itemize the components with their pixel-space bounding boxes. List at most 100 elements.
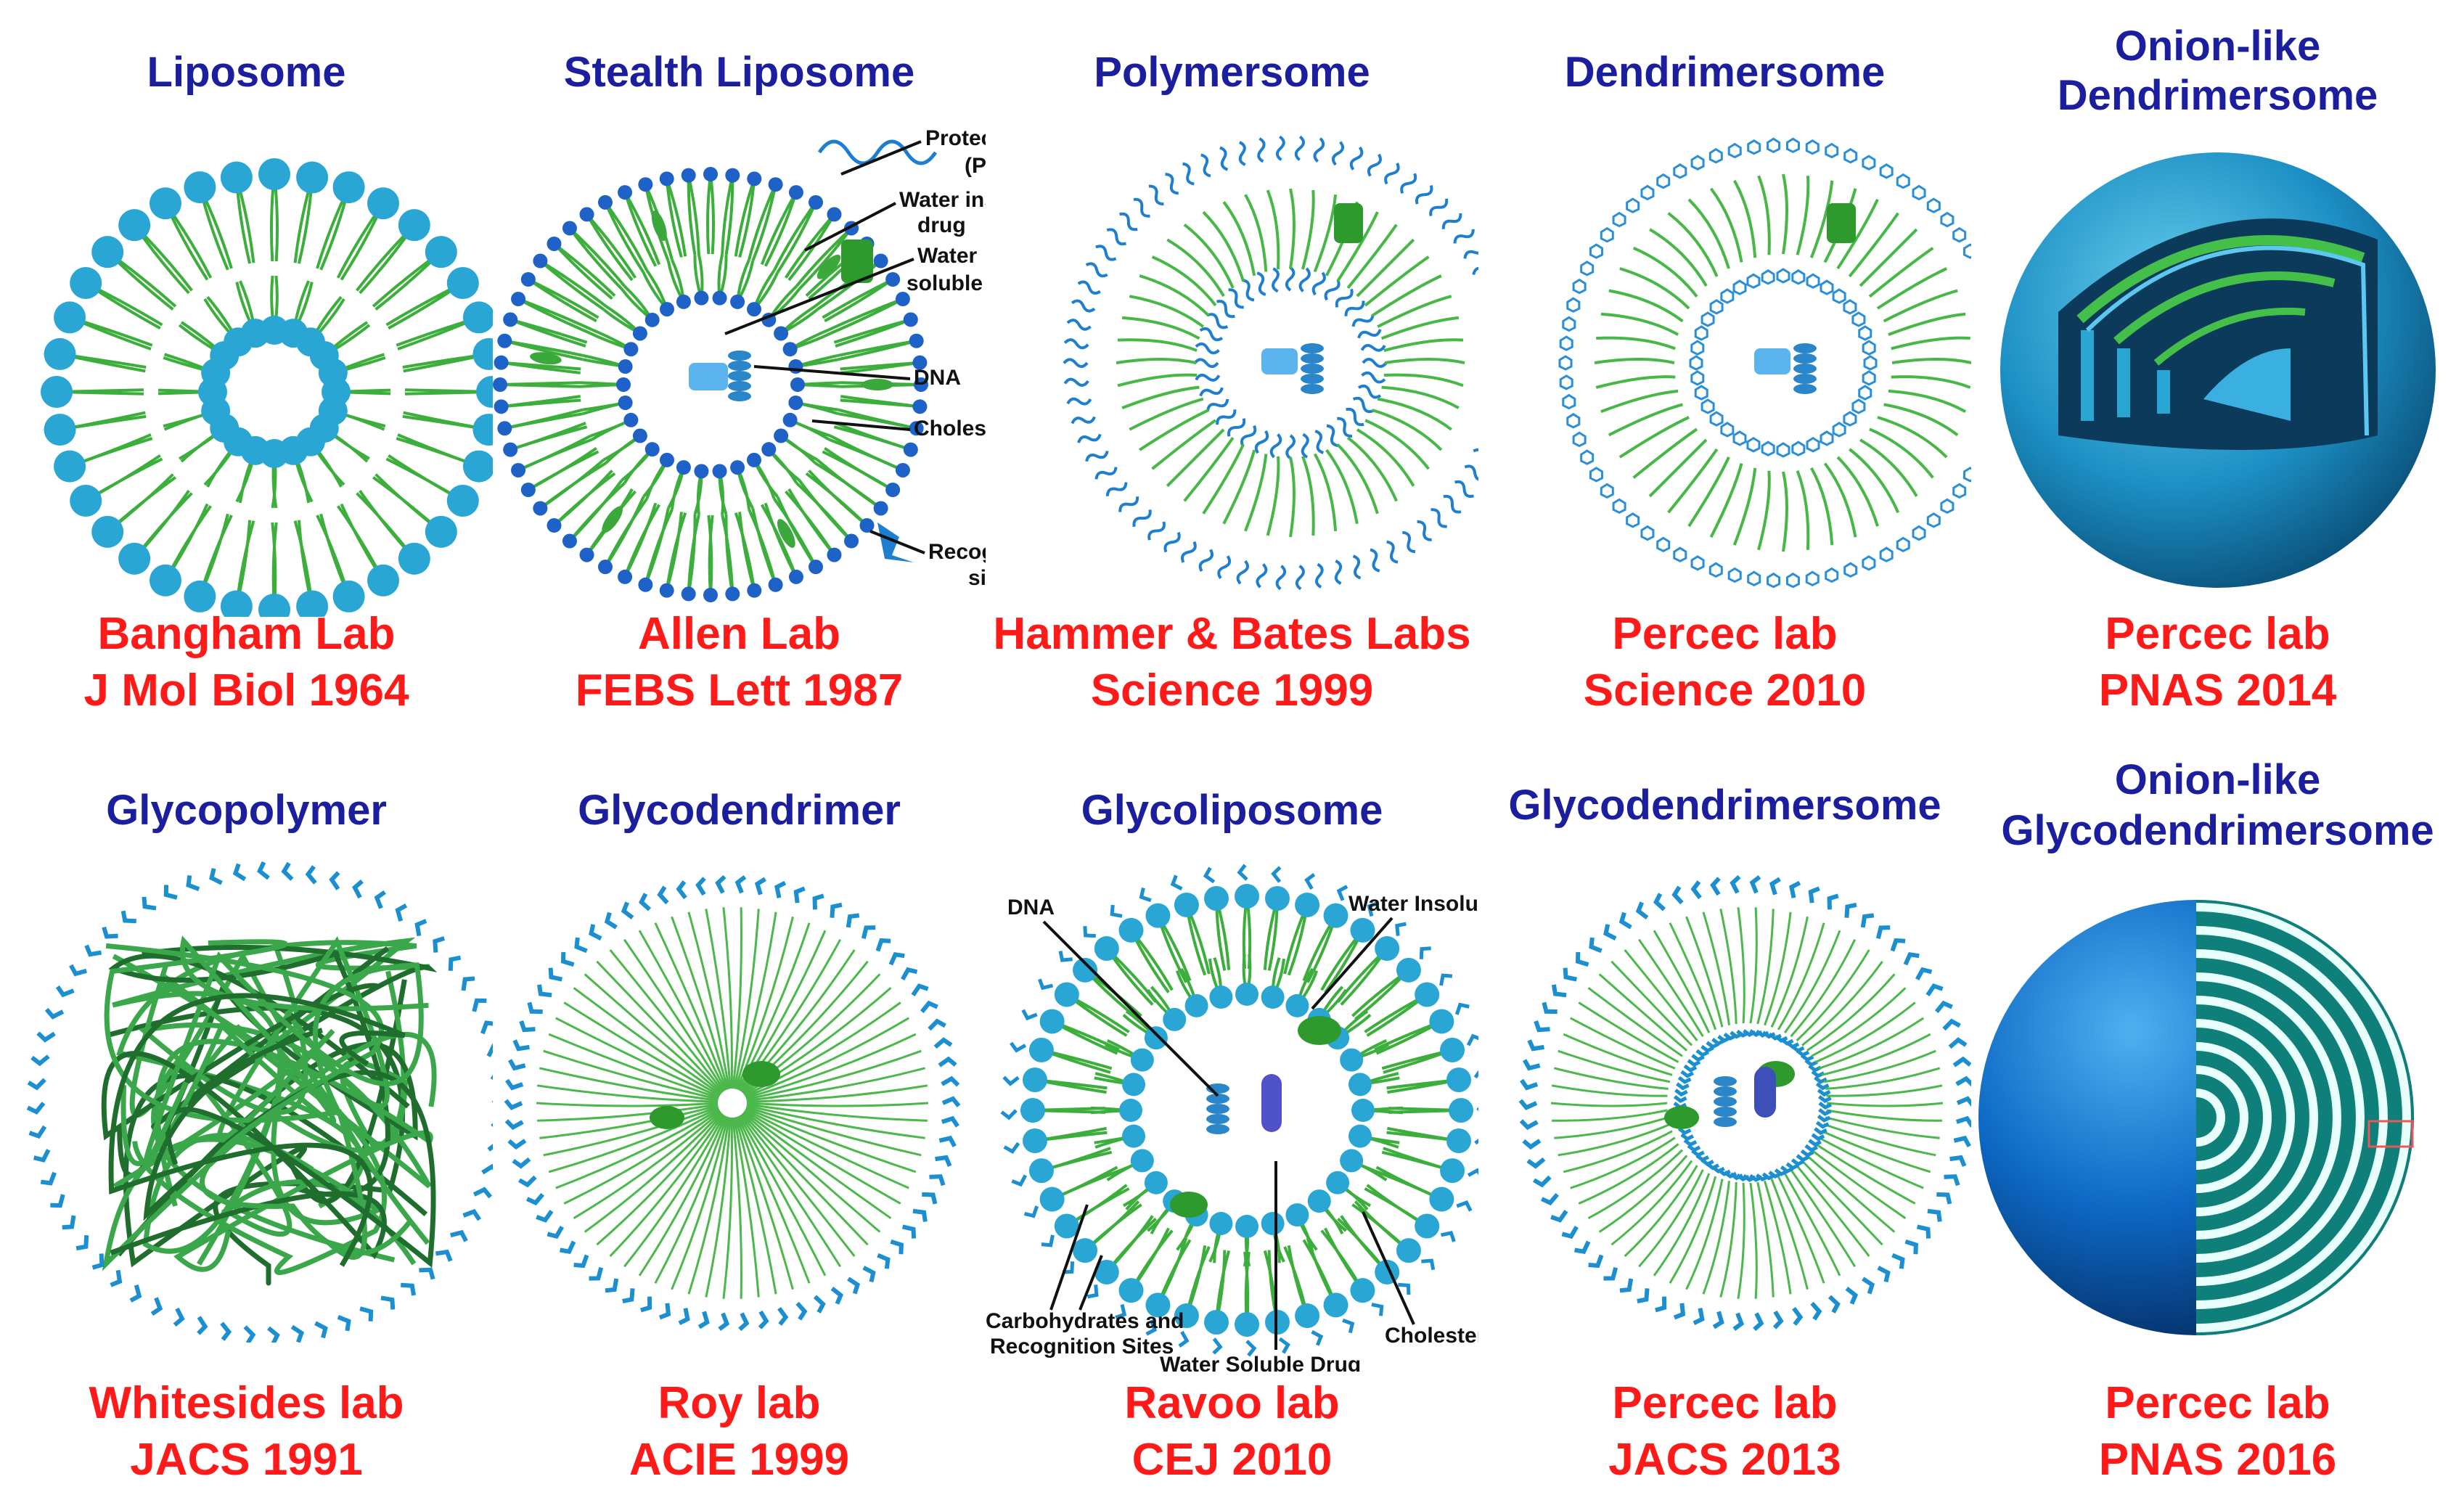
lipid-head: [1285, 993, 1309, 1017]
lipid-head: [747, 171, 762, 187]
onion-rings: [2195, 900, 2414, 1335]
hydrophobic-chain: [1869, 427, 1934, 479]
lipid-head: [761, 442, 777, 457]
polymer-coil: [1200, 153, 1211, 178]
polymer-coil: [1285, 434, 1296, 460]
lipid-tail: [586, 213, 637, 279]
hydrophobic-chain: [1183, 224, 1235, 289]
lipid-tail: [764, 502, 798, 578]
label-peg-2: (PEG): [965, 154, 986, 178]
hydrophobic-chain: [1383, 338, 1464, 352]
dendron-branch: [638, 1115, 726, 1277]
dendron-branch: [733, 909, 760, 1089]
hydrophobic-chain: [1346, 436, 1398, 502]
carbohydrate-icon: [1563, 967, 1577, 982]
polymer-coil: [1360, 344, 1386, 352]
lipid-head: [1323, 1292, 1348, 1318]
dendron-unit: [1785, 137, 1800, 153]
hydrophobic-chain: [1836, 456, 1879, 527]
dna-icon: [1714, 1076, 1737, 1086]
lipid-tail: [709, 173, 716, 255]
carbohydrate-icon: [1916, 1224, 1931, 1239]
hydrophobic-chain: [1117, 373, 1198, 388]
carbohydrate-icon: [352, 879, 364, 899]
carbohydrate-icon: [435, 1249, 453, 1262]
carbohydrate-icon: [1041, 1234, 1055, 1247]
carbohydrate-icon: [1683, 1064, 1698, 1073]
polymer-coil: [1473, 448, 1478, 464]
polymer-coil: [1362, 358, 1388, 368]
dendron-branch: [1638, 1169, 1704, 1268]
lipid-tail: [822, 278, 894, 319]
lipid-head: [1235, 1312, 1259, 1337]
hydrophobic-chain: [1244, 194, 1268, 272]
lab-name: Ravoo lab: [1124, 1378, 1340, 1428]
carbohydrate-icon: [1237, 864, 1248, 881]
carbohydrate-icon: [209, 868, 223, 885]
dendron-unit: [1926, 197, 1941, 213]
dendron-unit: [1566, 413, 1581, 429]
lipid-head: [562, 221, 577, 236]
carbohydrate-icon: [257, 861, 270, 880]
carbohydrate-icon: [1730, 874, 1741, 894]
dendron-branch: [1764, 1180, 1792, 1295]
polymer-coil: [1182, 162, 1195, 186]
lipid-head: [694, 464, 709, 479]
lipid-tail: [527, 278, 597, 323]
carbohydrate-icon: [536, 984, 552, 998]
reference: CEJ 2010: [1131, 1435, 1333, 1485]
carbohydrate-icon: [44, 1007, 65, 1020]
lipid-head: [618, 185, 633, 200]
onion-layer: [2195, 1089, 2225, 1147]
dendron-branch: [1598, 1155, 1688, 1233]
dendron-branch: [1777, 1176, 1825, 1284]
hydrophobic-chain: [1183, 436, 1235, 502]
hydrophobic-chain: [1687, 456, 1730, 528]
carbohydrate-icon: [1956, 1096, 1971, 1107]
carbohydrate-icon: [1011, 1174, 1028, 1187]
carbohydrate-icon: [1589, 937, 1603, 954]
lipid-head: [616, 377, 631, 392]
carbohydrate-icon: [754, 877, 766, 896]
carbohydrate-icon: [547, 1225, 564, 1239]
hydrophobic-chain: [1222, 201, 1256, 276]
polymer-coil: [1066, 397, 1092, 406]
polymer-backbone: [108, 993, 406, 1267]
dendron-branch: [687, 1117, 731, 1295]
dendron-branch: [1826, 1084, 1943, 1097]
lab-name: Roy lab: [658, 1378, 821, 1428]
reference: Science 1999: [1090, 665, 1374, 716]
dendron-unit: [1746, 436, 1761, 453]
hydrophobic-chain: [1121, 385, 1200, 409]
lipid-head: [511, 292, 526, 307]
dendron-unit: [1843, 562, 1858, 578]
carbohydrate-icon: [1522, 1139, 1542, 1150]
dendron-branch: [732, 907, 742, 1089]
carbohydrate-icon: [486, 1044, 493, 1057]
hydrophobic-chain: [1289, 456, 1296, 538]
lipid-tail: [708, 515, 714, 596]
carbohydrate-icon: [1780, 1165, 1794, 1173]
carbohydrate-icon: [527, 1001, 543, 1015]
leader-insoluble: [1311, 917, 1393, 1010]
lipid-tail: [835, 422, 912, 451]
panel-glycoliposome: Glycoliposome DNA Water Insoluble Drug C…: [986, 755, 1478, 1508]
carbohydrate-icon: [448, 955, 462, 971]
carbohydrate-icon: [1749, 874, 1761, 894]
polymer-coil: [1148, 184, 1164, 206]
panel-title: Dendrimersome: [1478, 47, 1971, 98]
hydrophobic-chain: [1129, 397, 1204, 431]
lipid-head: [703, 588, 718, 602]
lipid-head: [623, 342, 639, 357]
lipid-head: [118, 542, 151, 575]
carbohydrate-icon: [1466, 1033, 1478, 1046]
dendron-unit: [1732, 430, 1747, 446]
lipid-tail: [705, 173, 712, 255]
hydrophobic-chain: [1122, 316, 1200, 340]
carbohydrate-icon: [1526, 1157, 1546, 1169]
carbohydrate-icon: [1845, 1287, 1859, 1305]
carbohydrate-icon: [1925, 983, 1944, 996]
reference: FEBS Lett 1987: [575, 665, 904, 716]
carbohydrate-icon: [1474, 1134, 1478, 1145]
dendron-unit: [1580, 449, 1595, 465]
